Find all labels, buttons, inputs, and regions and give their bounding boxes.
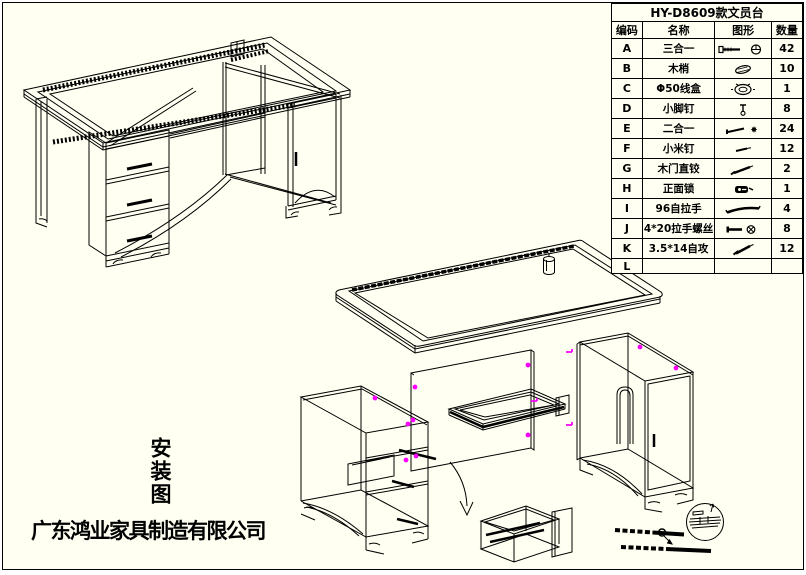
hinge-screw-icon xyxy=(730,165,754,176)
detail-circle xyxy=(686,503,724,541)
table-row: F 小米钉 12 xyxy=(611,138,804,159)
parts-table: HY-D8609款文员台 编码 名称 图形 数量 A 三合一 42 B 木梢 1… xyxy=(611,3,804,274)
table-row: A 三合一 42 xyxy=(611,38,804,59)
cad-line-art xyxy=(22,36,724,563)
exploded-right-pedestal xyxy=(576,332,695,513)
exploded-shelf xyxy=(447,388,570,431)
table-row: G 木门直铰 2 xyxy=(611,158,804,179)
assembly-arrow xyxy=(449,461,474,517)
table-row: E 二合一 24 xyxy=(611,118,804,139)
col-header-graphic: 图形 xyxy=(714,21,772,39)
parts-table-grid: HY-D8609款文员台 编码 名称 图形 数量 A 三合一 42 B 木梢 1… xyxy=(611,3,804,274)
table-row: B 木梢 10 xyxy=(611,58,804,79)
two-in-one-bolt-icon xyxy=(726,126,758,134)
assembled-desk-drawing xyxy=(22,36,352,268)
handle-screw-icon xyxy=(726,225,756,234)
cam-bolt-and-cam-icon xyxy=(718,44,762,55)
table-row: C Φ50线盒 1 xyxy=(611,78,804,99)
self-tapping-screw-icon xyxy=(733,243,754,256)
col-header-qty: 数量 xyxy=(770,21,804,39)
table-row: D 小脚钉 8 xyxy=(611,98,804,119)
wire-grommet-icon xyxy=(731,83,756,96)
parts-table-title: HY-D8609款文员台 xyxy=(611,3,803,22)
exploded-desktop xyxy=(335,239,663,354)
table-row: J 4*20拉手螺丝 8 xyxy=(611,218,804,239)
col-header-code: 编码 xyxy=(611,21,643,39)
col-header-name: 名称 xyxy=(641,21,716,39)
company-name: 广东鸿业家具制造有限公司 xyxy=(31,519,267,543)
wire-grommet-part xyxy=(543,253,555,275)
foot-nail-icon xyxy=(740,104,747,116)
assembly-diagram-title: 安装图 xyxy=(148,437,172,506)
handle-icon xyxy=(725,205,761,214)
table-row: K 3.5*14自攻 12 xyxy=(611,238,804,259)
hardware-edge-markers xyxy=(531,349,573,426)
table-row: I 96自拉手 4 xyxy=(611,198,804,219)
exploded-back-panel xyxy=(410,349,535,472)
wood-dowel-icon xyxy=(735,65,752,74)
slide-rail-detail xyxy=(614,528,712,553)
table-row: H 正面锁 1 xyxy=(611,178,804,199)
small-nail-icon xyxy=(735,147,752,152)
exploded-drawer xyxy=(479,505,573,563)
table-row: L xyxy=(611,258,804,274)
exploded-left-pedestal xyxy=(299,385,437,555)
front-lock-icon xyxy=(735,186,754,193)
hardware-markers xyxy=(372,344,679,463)
